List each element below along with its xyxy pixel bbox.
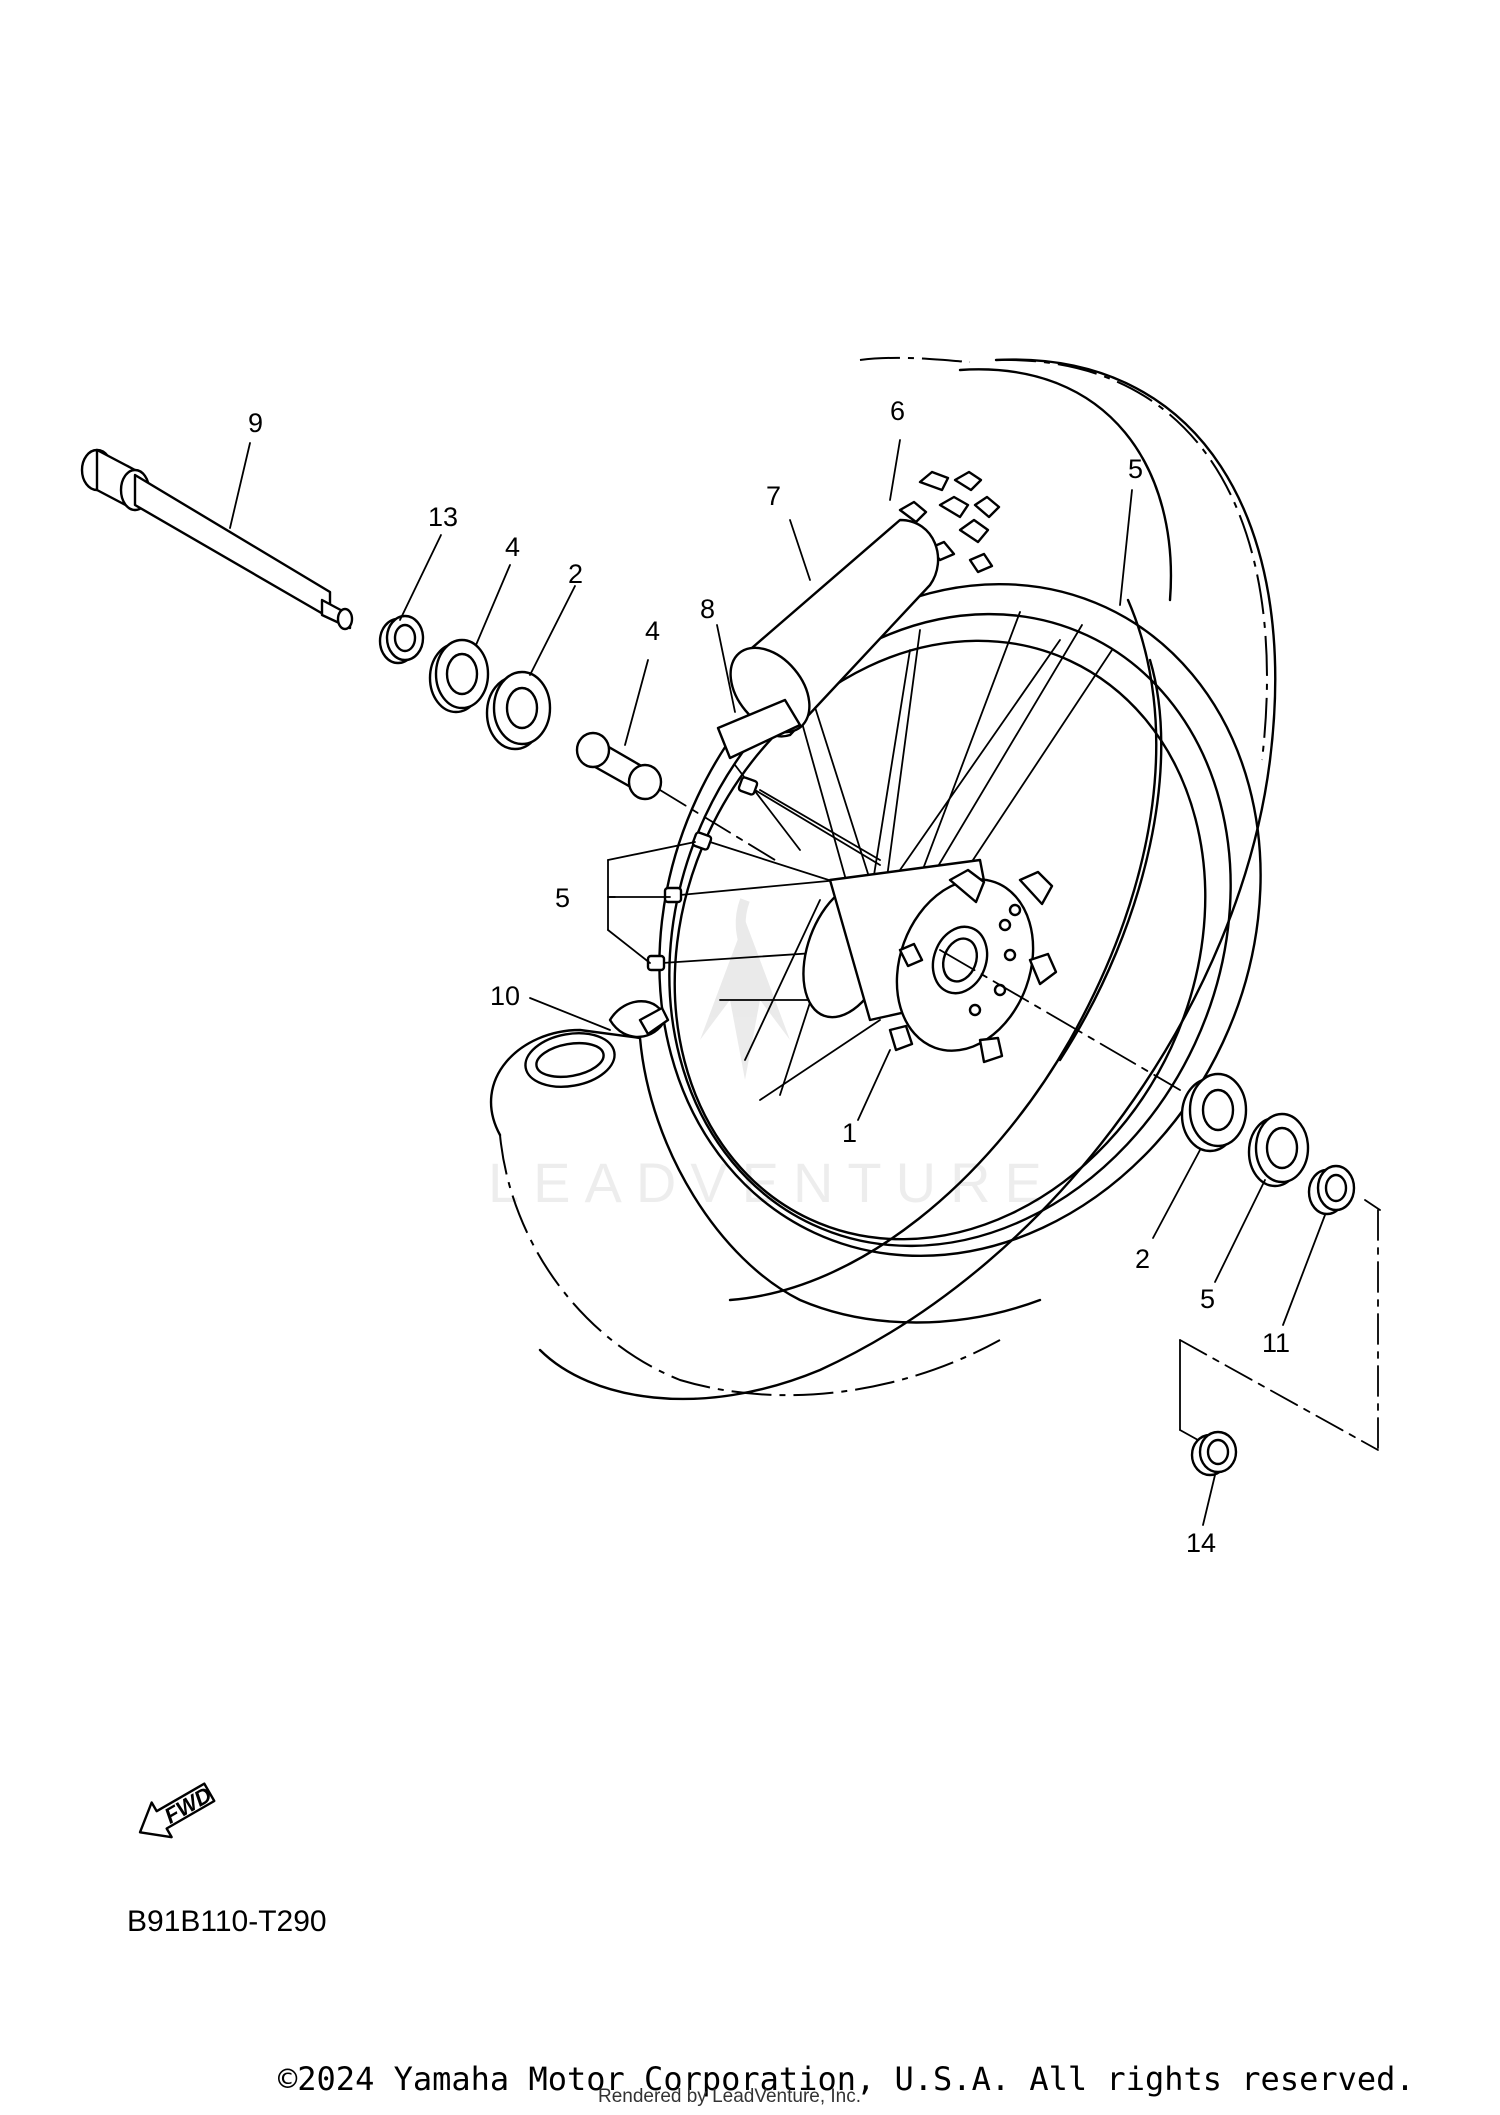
watermark-text: LEADVENTURE xyxy=(488,1151,1056,1214)
copyright-notice: ©2024 Yamaha Motor Corporation, U.S.A. A… xyxy=(278,2060,1415,2098)
wheel-hub xyxy=(802,858,1058,1064)
rim-band xyxy=(729,518,940,738)
collar-14 xyxy=(1190,1430,1238,1477)
callout-labels: 9 13 4 2 4 8 7 6 5 5 10 1 2 5 11 14 xyxy=(248,396,1290,1558)
leader-lines xyxy=(229,439,1326,1526)
callout-13[interactable]: 13 xyxy=(428,502,458,532)
bearing-right xyxy=(1180,1072,1248,1153)
tube xyxy=(489,1000,1042,1397)
callout-6[interactable]: 5 xyxy=(555,883,570,913)
collar-13 xyxy=(378,614,425,665)
rendered-by-notice: Rendered by LeadVenture, Inc. xyxy=(598,2086,862,2107)
alternate-part-bracket xyxy=(1179,1199,1381,1451)
callout-4-right[interactable]: 5 xyxy=(1200,1284,1215,1314)
front-axle xyxy=(80,448,354,631)
callout-14[interactable]: 14 xyxy=(1186,1528,1216,1558)
callout-9[interactable]: 8 xyxy=(700,594,715,624)
tire-tread xyxy=(898,470,1001,574)
callout-8[interactable]: 7 xyxy=(766,481,781,511)
callout-12[interactable]: 11 xyxy=(1262,1328,1290,1358)
callout-2-right[interactable]: 2 xyxy=(1135,1244,1150,1274)
oil-seal-left xyxy=(428,638,490,714)
callout-1[interactable]: 1 xyxy=(842,1118,857,1148)
diagram-code: B91B110-T290 xyxy=(127,1905,327,1938)
rim-lock xyxy=(716,698,802,760)
callout-3[interactable]: 4 xyxy=(645,616,660,646)
fwd-arrow-icon: FWD xyxy=(138,1782,216,1839)
callout-11[interactable]: 9 xyxy=(248,408,263,438)
tire xyxy=(538,356,1277,1401)
callout-2-left[interactable]: 2 xyxy=(568,559,583,589)
bearing-left xyxy=(485,670,552,751)
spokes xyxy=(646,611,1113,1101)
callout-7[interactable]: 6 xyxy=(890,396,905,426)
collar-12 xyxy=(1307,1164,1356,1216)
callout-10[interactable]: 10 xyxy=(490,981,520,1011)
callout-5[interactable]: 5 xyxy=(1128,454,1143,484)
leadventure-logo-icon xyxy=(700,898,790,1080)
wheel-rim xyxy=(658,582,1262,1258)
spacer xyxy=(575,731,776,861)
oil-seal-right xyxy=(1247,1112,1310,1188)
callout-4-left[interactable]: 4 xyxy=(505,532,520,562)
